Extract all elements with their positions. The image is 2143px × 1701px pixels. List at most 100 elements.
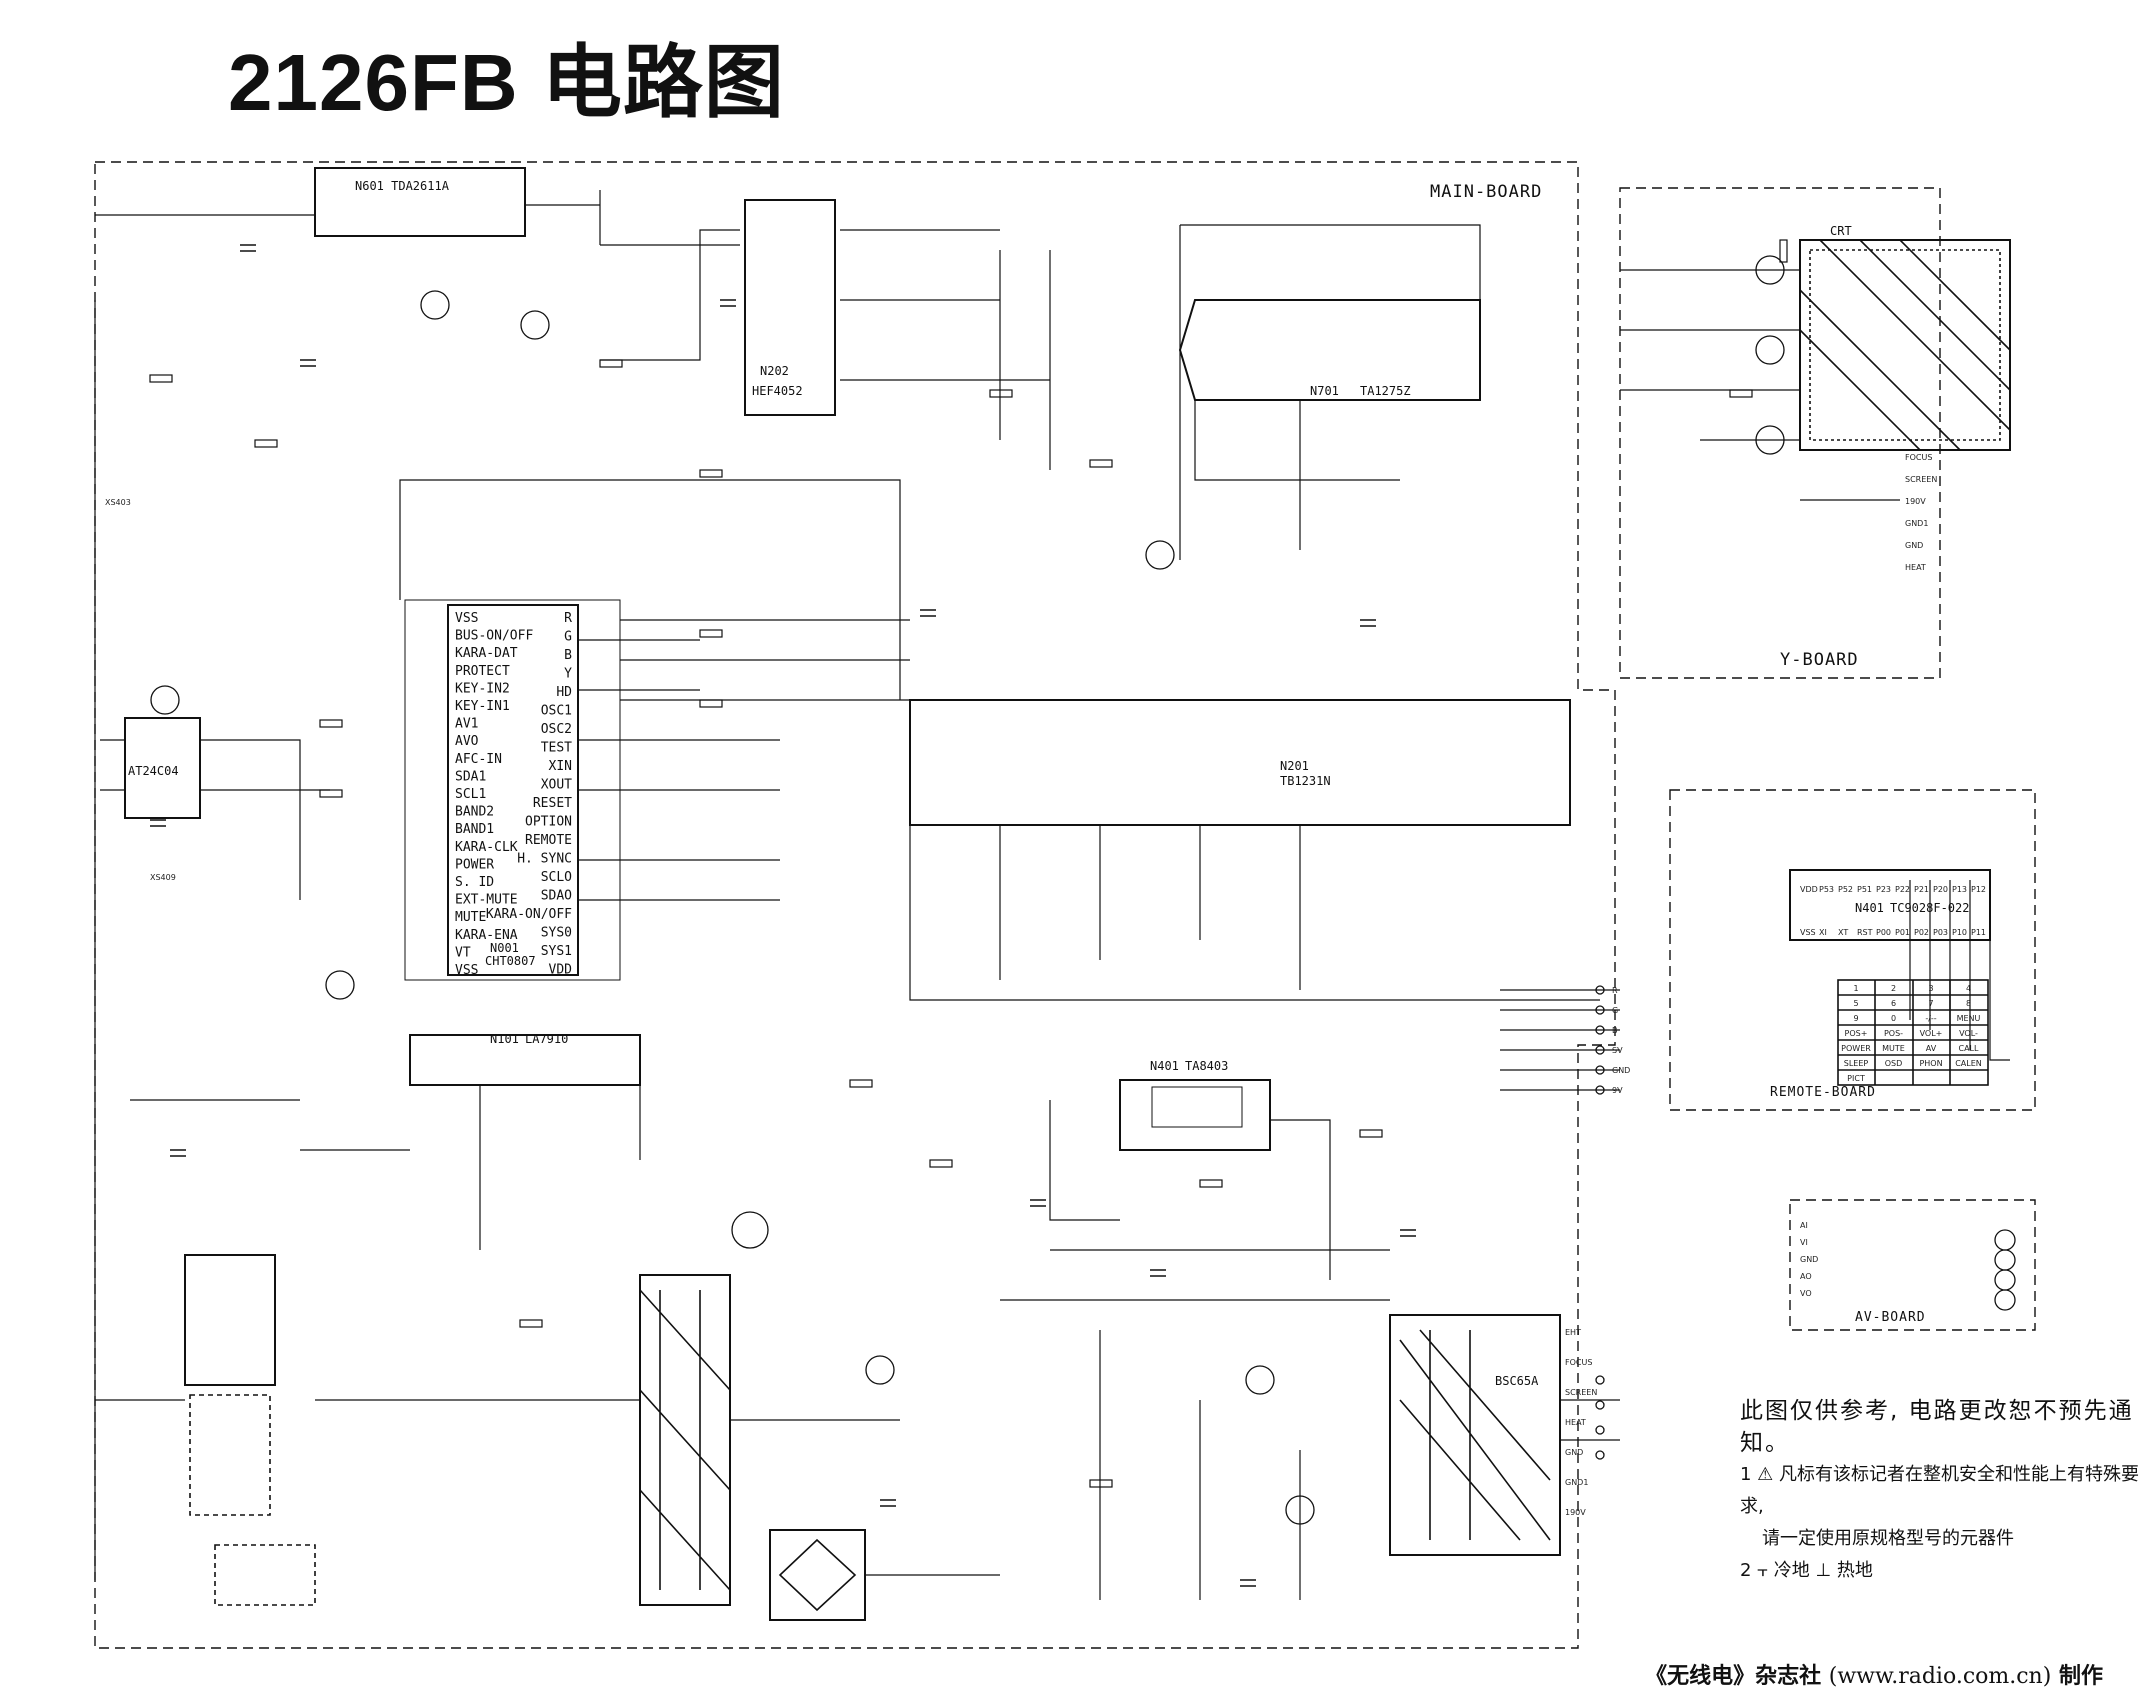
mcu-pin-label: VSS [455,963,478,978]
av-pin-label: AO [1800,1272,1812,1281]
mcu-pin-label: KARA-ON/OFF [486,907,572,922]
page-title: 2126FB 电路图 [228,38,785,127]
mcu-pin-label: AVO [455,734,479,749]
connector-pin-label: 9V [1612,1086,1623,1095]
footer-url: (www.radio.com.cn) [1828,1664,2052,1689]
signal-bus [94,190,2010,1600]
publisher-footer: 《无线电》杂志社 (www.radio.com.cn) 制作 [1645,1658,2103,1690]
remote-pin-label: RST [1857,928,1873,937]
main-board-outline [94,161,1616,1649]
mcu-pin-label: VT [455,945,471,960]
crt-pin-label: GND1 [1905,519,1928,528]
mcu-pin-label: BAND2 [455,805,494,820]
degauss-coil [189,1394,271,1516]
mcu-pin-label: SDAO [541,889,572,904]
ic-ta1275z [1178,299,1481,401]
av-pin-label: VI [1800,1238,1808,1247]
fuse-holder [214,1544,316,1606]
mcu-pin-label: SYS0 [541,926,572,941]
flyback-label: BSC65A [1495,1374,1539,1388]
av-board-outline [1789,1199,2036,1331]
keypad-key-label: OSD [1885,1059,1903,1068]
transistors [150,255,1785,1525]
mcu-pin-label: SYS1 [541,944,572,959]
keypad-key-label: CALEN [1955,1059,1982,1068]
keypad-key-label: 0 [1891,1014,1896,1023]
fbt-pin-label: EHT [1565,1328,1581,1337]
mcu-pin-label: G [564,630,572,645]
disclaimer-note: 此图仅供参考, 电路更改恕不预先通知。 1 ⚠ 凡标有该标记者在整机安全和性能上… [1740,1395,2143,1587]
connector-pin-label: SV [1612,1046,1623,1055]
ta1275z-ref: N701 [1310,384,1339,398]
crt-pin-label: FOCUS [1905,453,1932,462]
ic-at24c04 [124,717,201,819]
y-board-label: Y-BOARD [1780,650,1859,670]
remote-pin-label: P02 [1914,928,1929,937]
keypad-key-label: 4 [1966,984,1971,993]
la7910-ref: N101 [490,1032,519,1046]
keypad-key-label: 6 [1891,999,1896,1008]
remote-pin-label: P03 [1933,928,1948,937]
mcu-pin-label: AFC-IN [455,752,502,767]
y-board-outline [1619,187,1941,679]
ic-tda2611a [314,167,526,237]
keypad-key-label: 2 [1891,984,1896,993]
xs409-label: XS409 [150,873,176,882]
remote-pin-label: VSS [1800,928,1816,937]
mcu-pin-label: HD [556,685,572,700]
keypad-key-label: VOL- [1959,1029,1978,1038]
mcu-pin-label: SCLO [541,870,572,885]
mcu-pin-label: RESET [533,796,572,811]
mcu-pin-label: KARA-DAT [455,646,518,661]
note-main: 此图仅供参考, 电路更改恕不预先通知。 [1740,1398,2134,1456]
remote-pin-label: P10 [1952,928,1967,937]
ta8403-label: TA8403 [1185,1059,1228,1073]
eeprom-label: AT24C04 [128,764,179,778]
connector-pin-label: B [1612,1026,1618,1035]
capacitors [150,244,1416,1587]
keypad-key-label: 1 [1853,984,1858,993]
mcu-pin-label: VSS [455,611,478,626]
connector-pin-label: R [1612,986,1618,995]
mcu-ref: N001 [490,941,519,955]
remote-pin-label: XI [1819,928,1827,937]
mcu-pin-label: XIN [549,759,572,774]
line-filter [184,1254,276,1386]
mcu-pin-label: PROTECT [455,664,510,679]
resistors [149,239,1788,1488]
mcu-pin-label: MUTE [455,910,486,925]
ic-hef4052 [744,199,836,416]
remote-pin-label: XT [1838,928,1848,937]
remote-board-outline [1669,789,2036,1111]
remote-pin-label: P23 [1876,885,1891,894]
connector-pin-label: G [1612,1006,1618,1015]
mcu-pin-label: BUS-ON/OFF [455,629,533,644]
crt-socket [1799,239,2011,451]
remote-pin-label: P11 [1971,928,1986,937]
crt-label: CRT [1830,224,1852,238]
mcu-pin-label: POWER [455,857,494,872]
fbt-pin-label: SCREEN [1565,1388,1597,1397]
mcu-pin-label: Y [564,667,572,682]
keypad-key-label: POWER [1841,1044,1871,1053]
av-board-label: AV-BOARD [1855,1310,1926,1325]
mcu-pin-label: XOUT [541,778,572,793]
fbt-pin-label: GND1 [1565,1478,1588,1487]
keypad-key-label: SLEEP [1844,1059,1869,1068]
remote-pin-label: P01 [1895,928,1910,937]
crt-pin-label: SCREEN [1905,475,1937,484]
remote-pin-label: P21 [1914,885,1929,894]
ic-ta8403 [1119,1079,1271,1151]
fbt-pin-label: FOCUS [1565,1358,1592,1367]
flyback-transformer [1389,1314,1561,1556]
keypad-key-label: 5 [1853,999,1858,1008]
keypad-key-label: 3 [1928,984,1933,993]
mcu-pin-label: EXT-MUTE [455,893,518,908]
remote-ic-label: TC9028F-022 [1890,901,1969,915]
keypad-key-label: POS+ [1845,1029,1868,1038]
